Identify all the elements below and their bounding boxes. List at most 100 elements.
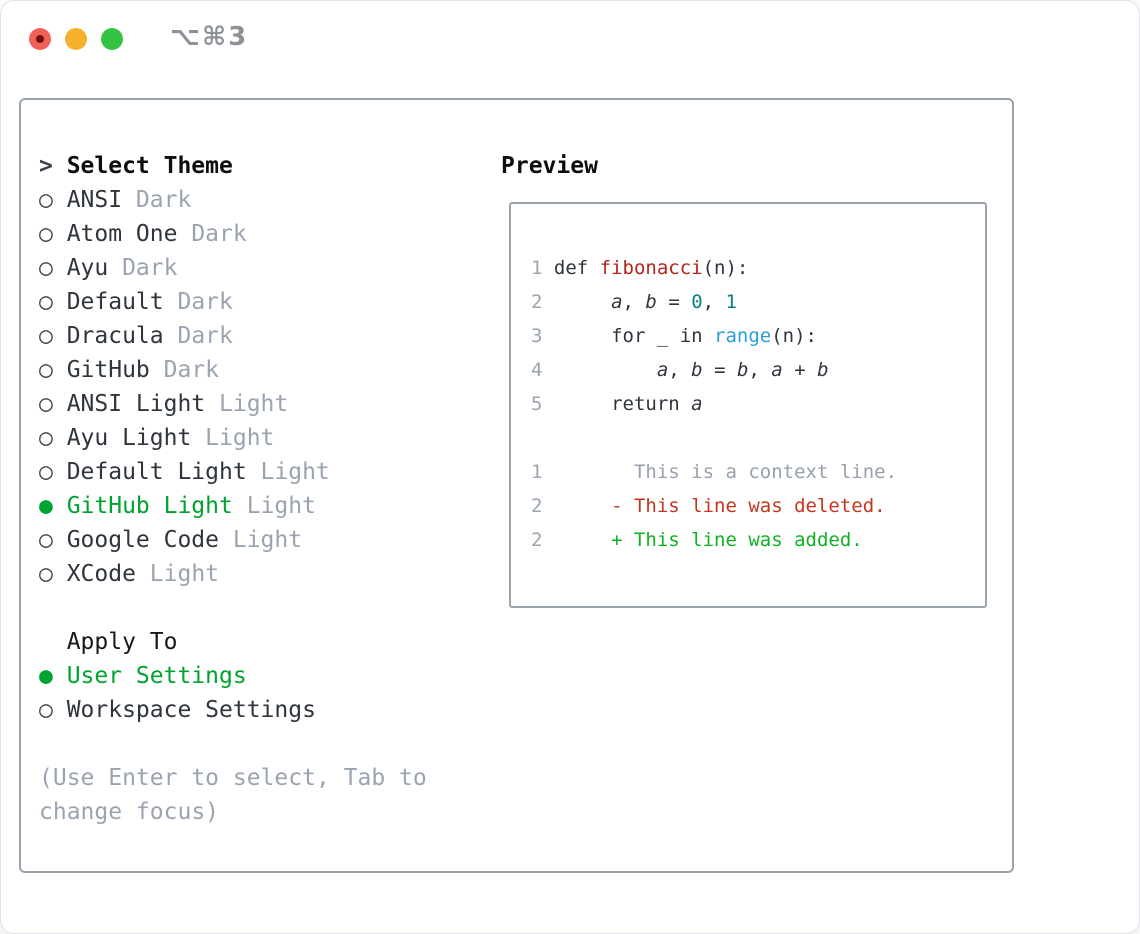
variable-token: b <box>645 291 657 313</box>
zoom-button[interactable] <box>101 28 123 50</box>
titlebar: ⌥⌘3 <box>1 1 1139 77</box>
theme-variant: Dark <box>177 323 233 349</box>
radio-unselected-icon: ○ <box>39 221 53 247</box>
code-token: , <box>748 359 772 381</box>
line-number: 4 <box>531 359 543 381</box>
line-number: 1 <box>531 461 543 483</box>
code-token: def <box>553 257 600 279</box>
focus-caret-icon: > <box>39 153 53 179</box>
apply-option-user-settings[interactable]: ●User Settings <box>39 659 316 693</box>
code-token: + <box>782 359 818 381</box>
code-token: (n): <box>771 325 817 347</box>
radio-unselected-icon: ○ <box>39 323 53 349</box>
keyboard-shortcut-label: ⌥⌘3 <box>170 22 249 52</box>
code-token: for _ in <box>553 325 715 347</box>
theme-variant: Light <box>205 425 275 451</box>
theme-option-ayu-dark[interactable]: ○ Ayu Dark <box>39 251 330 285</box>
apply-option-label: Workspace Settings <box>66 697 316 723</box>
blank-line <box>531 421 897 455</box>
code-line: 3 for _ in range(n): <box>531 319 897 353</box>
diff-deleted-text: - This line was deleted. <box>611 495 886 517</box>
variable-token: b <box>736 359 749 381</box>
theme-name: GitHub Light <box>66 493 233 519</box>
builtin-token: range <box>714 325 772 347</box>
theme-name: Ayu <box>66 255 109 281</box>
line-number: 2 <box>531 495 543 517</box>
close-button-dot <box>36 35 44 43</box>
theme-name: XCode <box>66 561 136 587</box>
radio-unselected-icon: ○ <box>39 527 53 553</box>
theme-name: Dracula <box>66 323 164 349</box>
line-number: 2 <box>531 291 543 313</box>
theme-name: Default <box>66 289 164 315</box>
diff-deleted-line: 2 - This line was deleted. <box>531 489 897 523</box>
code-token: , <box>622 291 646 313</box>
code-token <box>554 529 611 551</box>
code-token: return <box>553 393 692 415</box>
theme-variant: Dark <box>177 289 233 315</box>
radio-unselected-icon: ○ <box>39 255 53 281</box>
code-token: = <box>702 359 737 381</box>
apply-to-header: Apply To <box>39 625 316 659</box>
close-button[interactable] <box>29 28 51 50</box>
radio-selected-icon: ● <box>39 663 53 689</box>
code-token <box>554 291 611 313</box>
radio-selected-icon: ● <box>39 493 53 519</box>
code-token: (n): <box>702 257 749 279</box>
theme-variant: Light <box>232 527 303 553</box>
radio-unselected-icon: ○ <box>39 561 53 587</box>
keyboard-hint-text: (Use Enter to select, Tab to change focu… <box>39 765 427 825</box>
diff-context-line: 1 This is a context line. <box>531 455 897 489</box>
theme-name: Atom One <box>66 221 178 247</box>
radio-unselected-icon: ○ <box>39 697 53 723</box>
theme-option-ayu-light[interactable]: ○ Ayu Light Light <box>39 421 330 455</box>
theme-name: Default Light <box>66 459 247 485</box>
variable-token: a <box>611 291 623 313</box>
theme-name: ANSI <box>66 187 123 213</box>
theme-variant: Light <box>260 459 330 485</box>
number-token: 0 <box>691 291 703 313</box>
theme-variant: Light <box>149 561 220 587</box>
theme-option-ansi-dark[interactable]: ○ ANSI Dark <box>39 183 330 217</box>
variable-token: a <box>771 359 783 381</box>
theme-option-github-light[interactable]: ● GitHub Light Light <box>39 489 330 523</box>
minimize-button[interactable] <box>65 28 87 50</box>
theme-list-header: >Select Theme <box>39 149 330 183</box>
theme-name: Google Code <box>66 527 220 553</box>
radio-unselected-icon: ○ <box>39 425 53 451</box>
variable-token: a <box>691 393 703 415</box>
theme-option-google-code[interactable]: ○ Google Code Light <box>39 523 330 557</box>
theme-variant: Dark <box>122 255 178 281</box>
radio-unselected-icon: ○ <box>39 187 53 213</box>
theme-name: Ayu Light <box>66 425 192 451</box>
code-line: 5 return a <box>531 387 897 421</box>
function-name-token: fibonacci <box>599 257 703 279</box>
code-token: = <box>656 291 692 313</box>
theme-option-dracula-dark[interactable]: ○ Dracula Dark <box>39 319 330 353</box>
theme-option-xcode[interactable]: ○ XCode Light <box>39 557 330 591</box>
code-line: 2 a, b = 0, 1 <box>531 285 897 319</box>
preview-title: Preview <box>501 153 598 179</box>
apply-to-title: Apply To <box>66 629 178 655</box>
theme-variant: Dark <box>163 357 220 383</box>
diff-added-line: 2 + This line was added. <box>531 523 897 557</box>
variable-token: b <box>691 359 703 381</box>
line-number: 2 <box>531 529 543 551</box>
diff-context-text: This is a context line. <box>553 461 898 483</box>
theme-variant: Light <box>246 493 316 519</box>
diff-added-text: + This line was added. <box>611 529 863 551</box>
code-token: , <box>702 291 726 313</box>
theme-variant: Dark <box>135 187 192 213</box>
theme-variant: Light <box>219 391 289 417</box>
variable-token: b <box>817 359 829 381</box>
apply-option-workspace-settings[interactable]: ○ Workspace Settings <box>39 693 316 727</box>
